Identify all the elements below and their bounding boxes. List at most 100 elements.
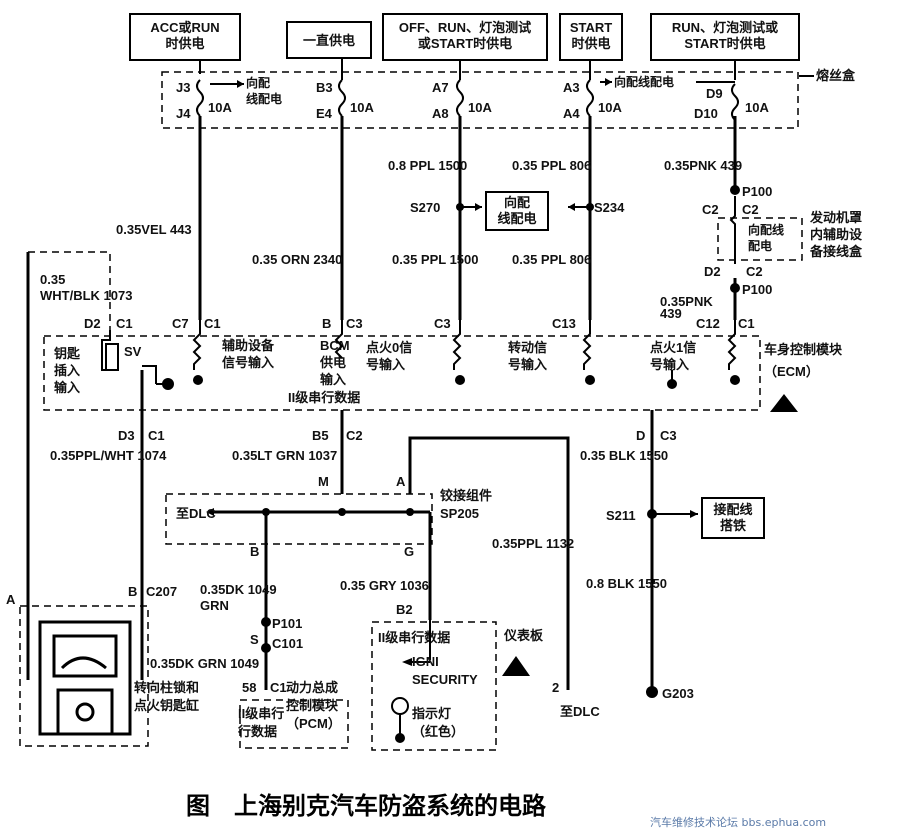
svg-text:向配线配电: 向配线配电 [748, 222, 784, 253]
svg-text:C12: C12 [696, 316, 720, 331]
svg-text:0.35 BLK 1550: 0.35 BLK 1550 [580, 448, 668, 463]
svg-text:A4: A4 [563, 106, 580, 121]
svg-text:转向柱锁和点火钥匙缸: 转向柱锁和点火钥匙缸 [134, 680, 199, 713]
svg-text:S211: S211 [606, 508, 636, 523]
svg-text:0.35 ORN 2340: 0.35 ORN 2340 [252, 252, 342, 267]
svg-text:SV: SV [124, 344, 142, 359]
svg-text:S234: S234 [594, 200, 625, 215]
svg-text:C3: C3 [346, 316, 363, 331]
svg-text:C3: C3 [660, 428, 677, 443]
svg-text:接配线搭铁: 接配线搭铁 [713, 502, 752, 533]
svg-text:D2: D2 [704, 264, 721, 279]
svg-text:0.35PPL/WHT 1074: 0.35PPL/WHT 1074 [50, 448, 167, 463]
svg-text:RUN、灯泡测试或START时供电: RUN、灯泡测试或START时供电 [672, 20, 778, 51]
svg-text:J3: J3 [176, 80, 190, 95]
svg-text:A8: A8 [432, 106, 449, 121]
svg-text:P100: P100 [742, 282, 772, 297]
svg-text:B5: B5 [312, 428, 329, 443]
svg-text:0.35VEL 443: 0.35VEL 443 [116, 222, 192, 237]
svg-text:向配线配电: 向配线配电 [497, 195, 536, 226]
fuse-symbols [196, 79, 739, 121]
svg-text:钥匙插入输入: 钥匙插入输入 [54, 346, 81, 395]
svg-text:0.35LT GRN 1037: 0.35LT GRN 1037 [232, 448, 337, 463]
svg-text:OFF、RUN、灯泡测试或START时供电: OFF、RUN、灯泡测试或START时供电 [399, 20, 531, 51]
svg-text:C207: C207 [146, 584, 177, 599]
svg-text:0.35 GRY 1036: 0.35 GRY 1036 [340, 578, 429, 593]
svg-text:0.35PPL 1132: 0.35PPL 1132 [492, 536, 574, 551]
svg-text:10A: 10A [598, 100, 622, 115]
splice-s234: S234 [568, 200, 625, 215]
svg-text:动力总成控制模块（PCM）: 动力总成控制模块（PCM） [286, 680, 341, 731]
svg-text:一直供电: 一直供电 [303, 33, 355, 48]
svg-text:J4: J4 [176, 106, 191, 121]
ecm-inputs [101, 320, 798, 412]
svg-text:C1: C1 [270, 680, 287, 695]
diagram-caption: 图 上海别克汽车防盗系统的电路 [186, 792, 547, 820]
svg-text:C13: C13 [552, 316, 576, 331]
svg-text:A: A [6, 592, 16, 607]
splice-s270: S270 [410, 200, 482, 215]
svg-text:58: 58 [242, 680, 256, 695]
svg-text:10A: 10A [745, 100, 769, 115]
svg-text:0.35 PPL 1500: 0.35 PPL 1500 [392, 252, 479, 267]
svg-text:10A: 10A [350, 100, 374, 115]
svg-text:B3: B3 [316, 80, 333, 95]
svg-text:G: G [404, 544, 414, 559]
svg-text:指示灯（红色）: 指示灯（红色） [412, 706, 464, 739]
aux-connector-group: P100 C2 C2 向配线配电 发动机罩内辅助设备接线盒 D2 C2 P100… [660, 184, 863, 321]
svg-text:A7: A7 [432, 80, 449, 95]
svg-text:车身控制模块（ECM）: 车身控制模块（ECM） [764, 342, 843, 379]
svg-text:S: S [250, 632, 259, 647]
svg-text:发动机罩内辅助设备接线盒: 发动机罩内辅助设备接线盒 [809, 210, 863, 259]
pcm-module: 58 C1 动力总成控制模块（PCM） II级串行行数据 [237, 648, 349, 749]
svg-text:点火0信号输入: 点火0信号输入 [366, 340, 412, 372]
svg-text:B: B [250, 544, 259, 559]
svg-text:C2: C2 [746, 264, 763, 279]
svg-text:点火1信号输入: 点火1信号输入 [650, 340, 696, 372]
svg-text:B: B [322, 316, 331, 331]
svg-text:B: B [128, 584, 137, 599]
svg-text:D10: D10 [694, 106, 718, 121]
svg-text:至DLC: 至DLC [560, 704, 600, 719]
watermark: 汽车维修技术论坛 bbs.ephua.com [650, 815, 826, 829]
svg-text:D: D [636, 428, 645, 443]
svg-text:C2: C2 [702, 202, 719, 217]
svg-text:向配线配电: 向配线配电 [614, 74, 674, 89]
svg-text:G203: G203 [662, 686, 694, 701]
power-box-off-run: OFF、RUN、灯泡测试或START时供电 [382, 13, 548, 61]
svg-text:C1: C1 [148, 428, 165, 443]
ecm-module: D2 C1 C7 C1 B C3 C3 C13 C12 C1 钥匙插入输入 SV… [43, 316, 843, 411]
svg-text:至DLC: 至DLC [176, 506, 216, 521]
svg-text:B2: B2 [396, 602, 413, 617]
svg-text:A: A [396, 474, 406, 489]
svg-text:C3: C3 [434, 316, 451, 331]
svg-text:辅助设备信号输入: 辅助设备信号输入 [222, 338, 275, 370]
ground-distribution-box: 接配线搭铁 [701, 497, 765, 539]
power-box-constant: 一直供电 [286, 21, 372, 59]
center-distribution-box: 向配线配电 [485, 191, 549, 231]
svg-text:向配线配电: 向配线配电 [246, 75, 282, 106]
svg-text:C1: C1 [116, 316, 133, 331]
svg-text:仪表板: 仪表板 [503, 628, 544, 643]
steering-lock-assembly: A B C207 转向柱锁和点火钥匙缸 [6, 584, 199, 747]
svg-text:0.35PNK 439: 0.35PNK 439 [664, 158, 742, 173]
svg-text:0.8 PPL 1500: 0.8 PPL 1500 [388, 158, 467, 173]
svg-text:0.35DK GRN 1049: 0.35DK GRN 1049 [150, 656, 259, 671]
svg-text:C2: C2 [346, 428, 363, 443]
svg-text:D3: D3 [118, 428, 135, 443]
svg-text:E4: E4 [316, 106, 333, 121]
svg-text:C2: C2 [742, 202, 759, 217]
fuse-box: 熔丝盒 J3 J4 10A 向配线配电 B3 E4 10A A7 A8 10A … [161, 68, 856, 129]
